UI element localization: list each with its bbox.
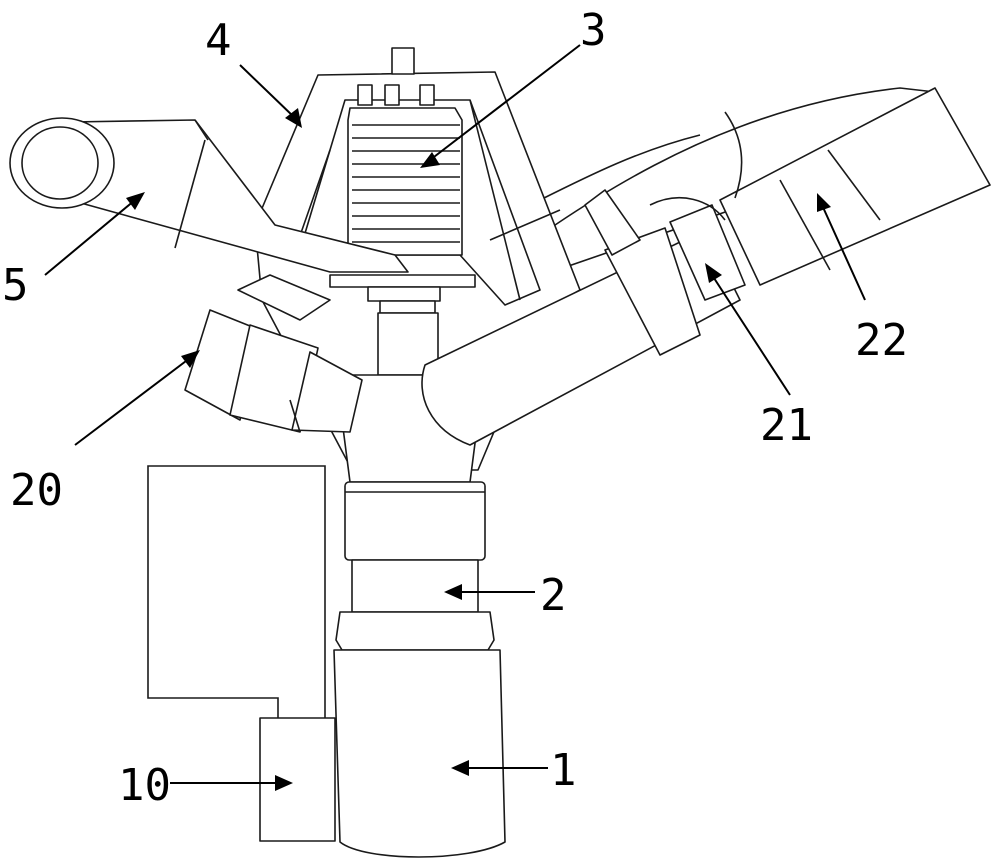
spring-3 bbox=[347, 84, 463, 256]
left-nozzle-20 bbox=[184, 309, 363, 433]
top-cap bbox=[391, 47, 415, 75]
coupling-2 bbox=[335, 481, 495, 651]
label-2: 2 bbox=[540, 570, 567, 621]
label-4: 4 bbox=[205, 15, 232, 66]
label-3: 3 bbox=[580, 5, 607, 56]
spring-coils bbox=[352, 124, 460, 243]
base-1 bbox=[333, 649, 506, 858]
control-box-10 bbox=[147, 465, 336, 842]
reference-numerals: 4 3 5 20 21 22 2 1 10 bbox=[2, 5, 908, 811]
label-10: 10 bbox=[118, 760, 171, 811]
label-5: 5 bbox=[2, 260, 29, 311]
label-22: 22 bbox=[855, 315, 908, 366]
label-20: 20 bbox=[10, 465, 63, 516]
leader-lines bbox=[44, 44, 866, 791]
label-1: 1 bbox=[550, 745, 577, 796]
right-outlet-pipe bbox=[421, 189, 746, 446]
swing-arm-5 bbox=[9, 117, 409, 273]
label-21: 21 bbox=[760, 400, 813, 451]
